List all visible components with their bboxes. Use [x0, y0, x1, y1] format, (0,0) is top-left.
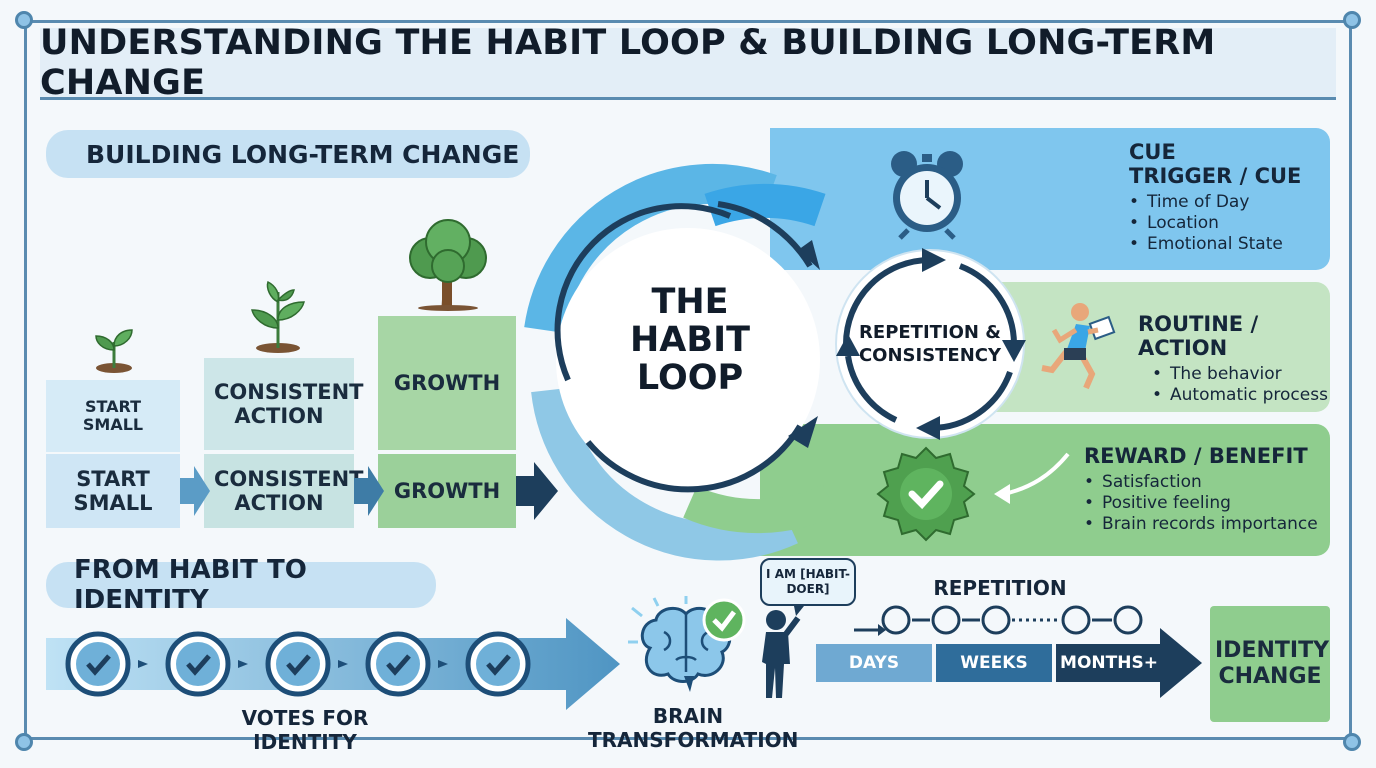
timeline-weeks: WEEKS [936, 644, 1052, 682]
title-banner: UNDERSTANDING THE HABIT LOOP & BUILDING … [40, 23, 1336, 103]
habit-loop-title-text: THE HABIT LOOP [630, 282, 750, 398]
repetition-label: REPETITION & CONSISTENCY [858, 322, 1002, 366]
reward-item: Positive feeling [1084, 493, 1328, 514]
growth-bottom-label: GROWTH [393, 478, 501, 503]
consistent-action-top: CONSISTENT ACTION [204, 358, 364, 450]
consistent-action-bottom: CONSISTENT ACTION [204, 454, 364, 528]
outer-frame [24, 20, 1352, 740]
vote-check-icon [465, 631, 531, 697]
start-small-top-label: START SMALL [82, 396, 144, 434]
start-small-bottom-label: START SMALL [73, 466, 153, 515]
step-arrow-icon [516, 462, 558, 520]
reward-list: Satisfaction Positive feeling Brain reco… [1084, 472, 1328, 535]
votes-label: VOTES FOR IDENTITY [241, 706, 369, 754]
frame-corner-dot [15, 733, 33, 751]
start-small-bottom: START SMALL [46, 454, 180, 528]
growth-top: GROWTH [378, 316, 516, 450]
cue-item: Location [1129, 213, 1320, 234]
timeline-arrow-icon [1160, 628, 1202, 698]
growth-bottom: GROWTH [378, 454, 516, 528]
repetition-chain [854, 605, 1143, 636]
cue-item: Time of Day [1129, 192, 1320, 213]
reward-return-arrow-icon [994, 452, 1070, 504]
tree-icon [409, 219, 487, 311]
runner-icon [1041, 303, 1116, 390]
reward-title: REWARD / BENEFIT [1084, 444, 1308, 468]
sprout-icon [251, 280, 305, 353]
repetition-cycle [835, 248, 1026, 440]
frame-corner-dot [15, 11, 33, 29]
identity-change-box: IDENTITY CHANGE [1210, 606, 1330, 722]
identity-heading: FROM HABIT TO IDENTITY [74, 555, 307, 615]
alarm-clock-icon [891, 151, 963, 240]
identity-heading-pill: FROM HABIT TO IDENTITY [46, 555, 436, 615]
reward-item: Satisfaction [1084, 472, 1328, 493]
cue-list: Time of Day Location Emotional State [1040, 192, 1320, 255]
reward-item: Brain records importance [1084, 514, 1328, 535]
step-arrow-icon [354, 466, 384, 516]
routine-title: ROUTINE / ACTION [1138, 312, 1259, 360]
identity-change-label: IDENTITY CHANGE [1215, 638, 1330, 689]
start-small-top: START SMALL [46, 380, 180, 452]
vote-check-icon [65, 631, 131, 697]
brain-icon [628, 596, 746, 692]
seedling-icon [95, 329, 133, 373]
frame-corner-dot [1343, 733, 1361, 751]
vote-icons-row [65, 631, 531, 697]
step-arrow-icon [180, 466, 210, 516]
checkmark-badge-icon [876, 446, 976, 542]
reward-text-box: REWARD / BENEFIT Satisfaction Positive f… [1084, 444, 1328, 554]
consistent-action-top-label: CONSISTENT ACTION [214, 379, 364, 428]
growth-top-label: GROWTH [393, 370, 501, 395]
page-title: UNDERSTANDING THE HABIT LOOP & BUILDING … [40, 22, 1216, 103]
brain-label: BRAIN TRANSFORMATION [588, 704, 799, 752]
habit-loop-arcs [524, 163, 838, 561]
person-icon [762, 606, 804, 698]
vote-check-icon [365, 631, 431, 697]
vote-check-icon [265, 631, 331, 697]
routine-item: The behavior [1152, 364, 1330, 385]
frame-corner-dot [1343, 11, 1361, 29]
speech-bubble: I AM [HABIT-DOER] [760, 558, 856, 606]
cue-text-box: CUE TRIGGER / CUE Time of Day Location E… [1040, 140, 1320, 270]
cue-item: Emotional State [1129, 234, 1320, 255]
vote-check-icon [165, 631, 231, 697]
cue-subtitle: TRIGGER / CUE [1129, 164, 1302, 188]
timeline-months: MONTHS+ [1056, 644, 1162, 682]
repetition-heading: REPETITION [933, 576, 1067, 600]
routine-text-box: ROUTINE / ACTION The behavior Automatic … [1138, 312, 1330, 405]
routine-item: Automatic process [1152, 385, 1330, 406]
habit-loop-title: THE HABIT LOOP [610, 283, 770, 397]
building-heading-pill: BUILDING LONG-TERM CHANGE [46, 130, 530, 178]
routine-list: The behavior Automatic process [1138, 364, 1330, 406]
timeline-days: DAYS [816, 644, 932, 682]
consistent-action-bottom-label: CONSISTENT ACTION [214, 466, 364, 515]
cue-title: CUE [1129, 140, 1176, 164]
building-heading: BUILDING LONG-TERM CHANGE [86, 139, 520, 169]
